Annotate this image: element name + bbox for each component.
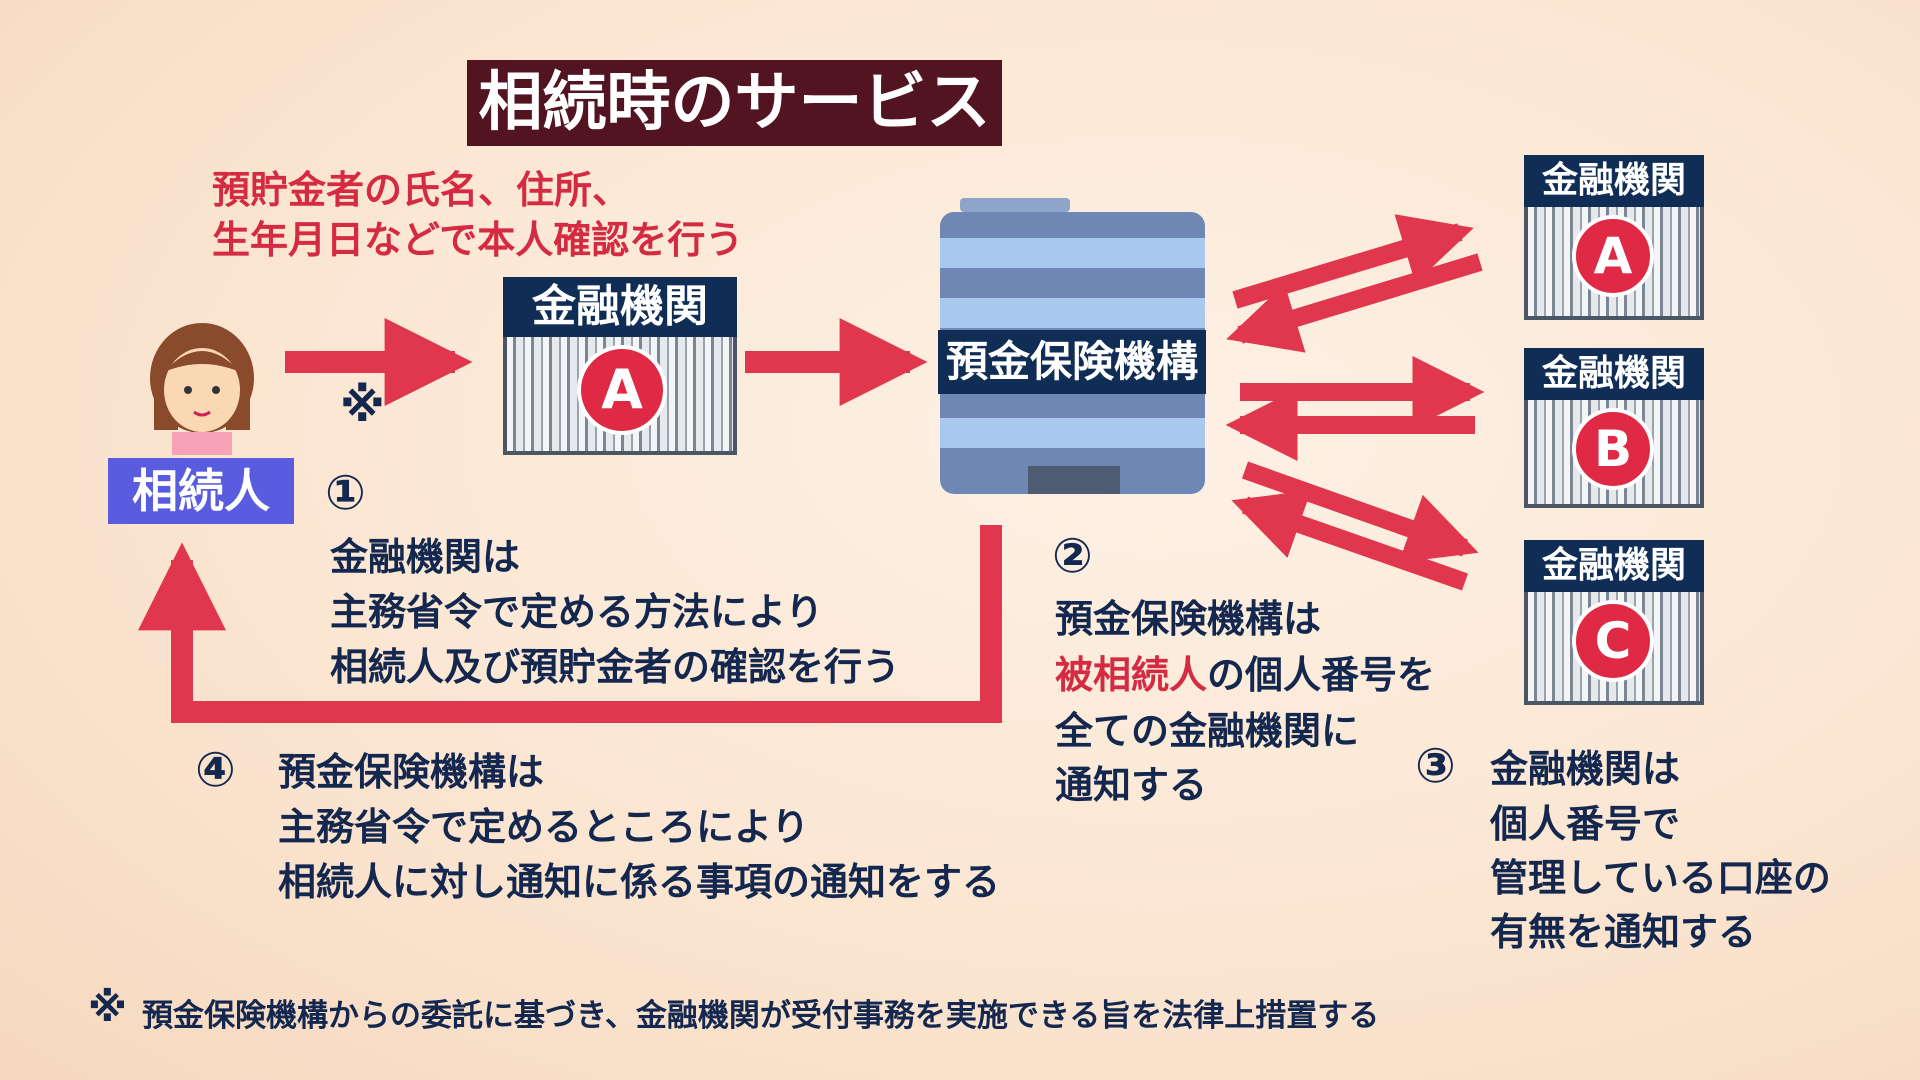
step2-line2: 被相続人の個人番号を xyxy=(1055,648,1435,703)
step2-line2-highlight: 被相続人 xyxy=(1055,653,1208,697)
step3-line3: 管理している口座の xyxy=(1490,856,1831,900)
heir-person-icon xyxy=(150,323,254,455)
bank-a-letter-badge: A xyxy=(1572,215,1654,297)
step2-line3: 全ての金融機関に xyxy=(1055,709,1360,753)
bank-b-label: 金融機関 xyxy=(1524,348,1704,400)
arrow-dic-to-heir xyxy=(138,525,1002,723)
step1-line2: 主務省令で定める方法により xyxy=(330,590,824,634)
bank-b-letter-badge: B xyxy=(1572,408,1654,490)
arrow-dic-to-bank-a xyxy=(1232,214,1474,309)
step4-line3: 相続人に対し通知に係る事項の通知をする xyxy=(278,860,1001,904)
step3-line4: 有無を通知する xyxy=(1490,910,1757,954)
arrow-bank-a-to-dic xyxy=(1226,253,1483,353)
dic-label: 預金保険機構 xyxy=(938,330,1206,394)
step2-line1: 預金保険機構は xyxy=(1055,597,1322,641)
step2-number: ② xyxy=(1052,528,1093,584)
step3-number: ③ xyxy=(1415,738,1456,794)
step4-line2: 主務省令で定めるところにより xyxy=(278,805,810,849)
step3-line1: 金融機関は xyxy=(1490,747,1681,791)
step1-line1: 金融機関は xyxy=(330,535,521,579)
step1-number: ① xyxy=(325,465,366,521)
asterisk-mark: ※ xyxy=(340,378,385,432)
footnote-text: 預金保険機構からの委託に基づき、金融機関が受付事務を実施できる旨を法律上措置する xyxy=(142,998,1380,1034)
bank-c-card: 金融機関 C xyxy=(1524,540,1704,705)
bank-a-label: 金融機関 xyxy=(1524,155,1704,207)
step2-line4: 通知する xyxy=(1055,763,1208,807)
identity-note-line1: 預貯金者の氏名、住所、 xyxy=(212,168,631,212)
arrow-bank-c-to-dic xyxy=(1231,490,1468,591)
bank-c-letter-badge: C xyxy=(1572,600,1654,682)
identity-note-line2: 生年月日などで本人確認を行う xyxy=(212,218,744,262)
heir-label: 相続人 xyxy=(108,458,294,524)
bank-a-card: 金融機関 A xyxy=(1524,155,1704,320)
footnote-mark: ※ xyxy=(88,985,127,1031)
step4-line1: 預金保険機構は xyxy=(278,750,545,794)
page-title: 相続時のサービス xyxy=(467,60,1002,146)
bank-label: 金融機関 xyxy=(503,277,737,337)
step2-line2-rest: の個人番号を xyxy=(1207,653,1436,697)
bank-c-label: 金融機関 xyxy=(1524,540,1704,592)
arrow-dic-to-bank-c xyxy=(1241,461,1479,563)
step3-line2: 個人番号で xyxy=(1490,802,1681,846)
bank-letter-badge: A xyxy=(577,345,667,435)
step4-number: ④ xyxy=(195,742,236,798)
step1-line3: 相続人及び預貯金者の確認を行う xyxy=(330,645,901,689)
bank-b-card: 金融機関 B xyxy=(1524,348,1704,508)
